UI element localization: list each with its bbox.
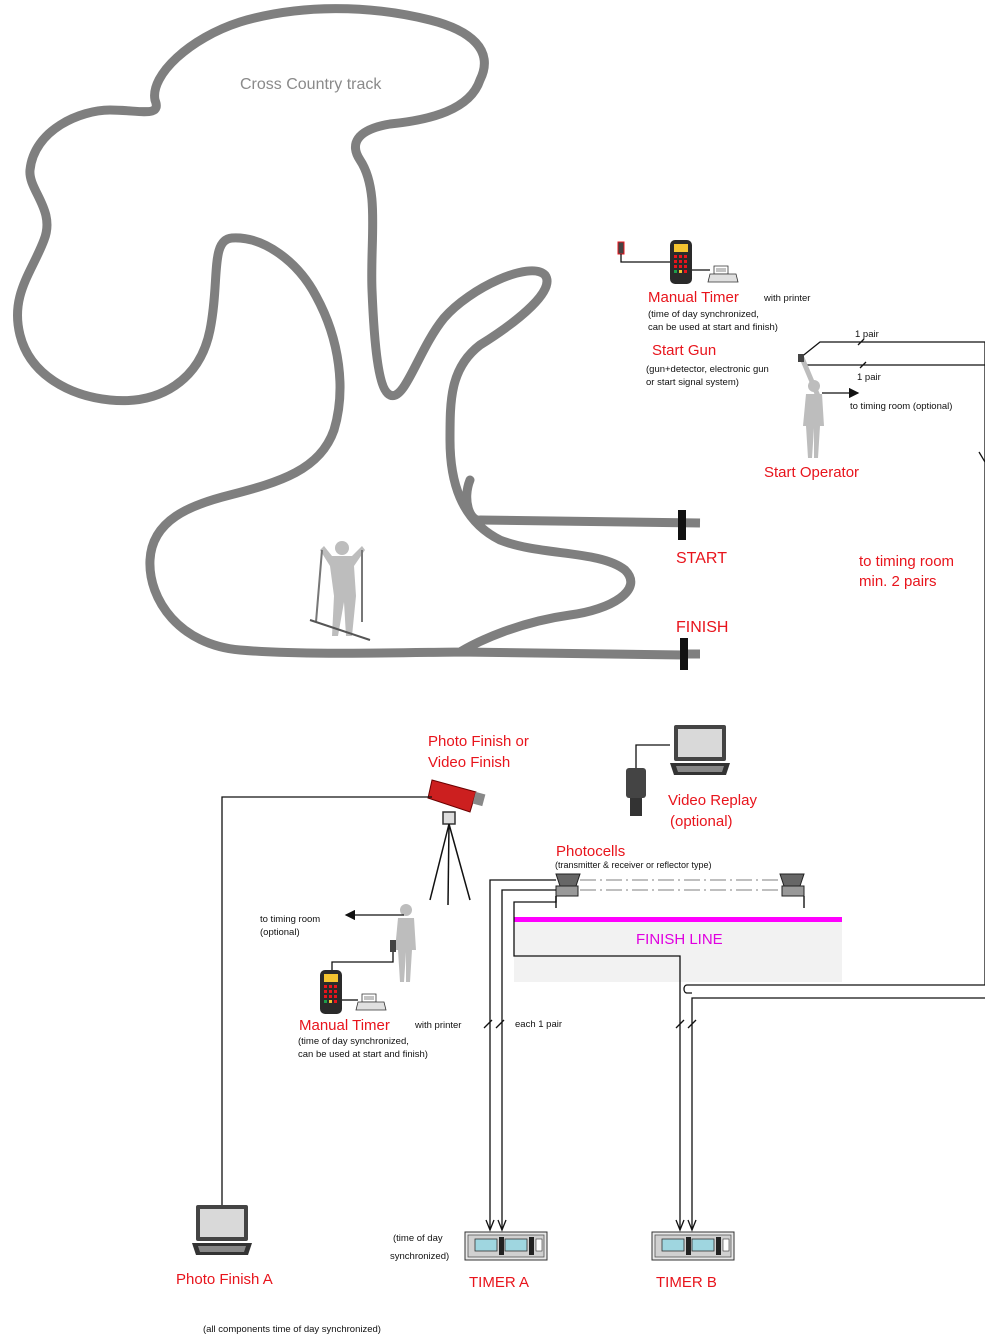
- printer-icon: [707, 265, 739, 283]
- laptop-icon: [192, 1205, 252, 1255]
- printer-icon: [355, 993, 387, 1011]
- photo-finish-a-label: Photo Finish A: [176, 1271, 273, 1288]
- manual-timer-finish-note2: can be used at start and finish): [298, 1049, 428, 1060]
- start-post: [678, 510, 686, 540]
- finish-line-bar: [514, 917, 842, 922]
- finish-to-timing-room-2: (optional): [260, 927, 300, 938]
- timer-a-label: TIMER A: [469, 1274, 529, 1291]
- start-label: START: [676, 550, 727, 567]
- timer-device-icon: [651, 1231, 735, 1261]
- start-operator-icon: [798, 354, 824, 458]
- camera-icon: [427, 779, 486, 813]
- manual-timer-icon: [320, 970, 342, 1014]
- laptop-icon: [670, 725, 730, 775]
- track-title: Cross Country track: [240, 76, 382, 93]
- manual-timer-start-printer: with printer: [763, 293, 810, 304]
- manual-timer-icon: [670, 240, 692, 284]
- timing-room-line2: min. 2 pairs: [859, 573, 937, 590]
- finish-operator-icon: [395, 904, 416, 982]
- photocells-note: (transmitter & receiver or reflector typ…: [555, 860, 712, 870]
- start-gun-note1: (gun+detector, electronic gun: [646, 364, 769, 375]
- photocell-icon: [555, 873, 581, 908]
- finish-label: FINISH: [676, 619, 728, 636]
- manual-timer-finish-note1: (time of day synchronized,: [298, 1036, 409, 1047]
- manual-timer-start-note2: can be used at start and finish): [648, 322, 778, 333]
- finish-area-shade: [514, 920, 842, 982]
- photocell-wiring: [483, 879, 985, 1232]
- timer-note-1: (time of day: [393, 1233, 443, 1244]
- finish-line-label: FINISH LINE: [636, 931, 723, 948]
- finish-to-timing-room-1: to timing room: [260, 914, 320, 925]
- skier-icon: [309, 541, 371, 641]
- cross-country-track: [12, 4, 701, 670]
- video-replay-label-1: Video Replay: [668, 792, 757, 809]
- start-gun-icon: [798, 354, 804, 362]
- manual-timer-finish-label: Manual Timer: [299, 1017, 390, 1034]
- photo-finish-label-1: Photo Finish or: [428, 733, 529, 750]
- timing-room-line1: to timing room: [859, 553, 954, 570]
- start-gun-small-icon: [390, 940, 396, 952]
- video-replay-label-2: (optional): [670, 813, 733, 830]
- footer-note: (all components time of day synchronized…: [203, 1324, 381, 1335]
- photo-finish-label-2: Video Finish: [428, 754, 510, 771]
- video-camera-icon: [626, 768, 646, 816]
- start-gun-note2: or start signal system): [646, 377, 739, 388]
- manual-timer-finish-printer: with printer: [414, 1020, 461, 1031]
- photocells-label: Photocells: [556, 843, 625, 860]
- start-gun-small-icon: [617, 241, 625, 255]
- start-operator-label: Start Operator: [764, 464, 859, 481]
- timer-note-2: synchronized): [390, 1251, 449, 1262]
- finish-post: [680, 638, 688, 670]
- pair-top-label: 1 pair: [855, 329, 879, 340]
- manual-timer-start: [617, 240, 739, 284]
- manual-timer-start-note1: (time of day synchronized,: [648, 309, 759, 320]
- timer-device-icon: [464, 1231, 548, 1261]
- photocell-icon: [779, 873, 805, 908]
- start-to-timing-room: to timing room (optional): [850, 401, 952, 412]
- each-pair-label: each 1 pair: [515, 1019, 562, 1030]
- tripod-icon: [429, 811, 471, 906]
- start-gun-label: Start Gun: [652, 342, 716, 359]
- pair-bottom-label: 1 pair: [857, 372, 881, 383]
- manual-timer-start-label: Manual Timer: [648, 289, 739, 306]
- timer-b-label: TIMER B: [656, 1274, 717, 1291]
